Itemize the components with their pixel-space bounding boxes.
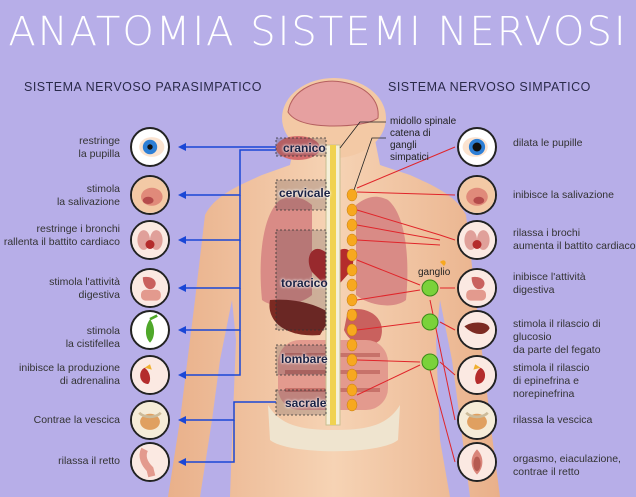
- right-effect-pupil: dilata le pupille: [513, 137, 583, 149]
- stomach-intestine-icon: [130, 268, 170, 308]
- ganglia: [421, 279, 439, 371]
- chain-label-3: simpatici: [390, 152, 429, 163]
- salivary-gland-icon: [457, 175, 497, 215]
- rectum-icon: [130, 442, 170, 482]
- bladder-icon: [130, 400, 170, 440]
- segment-lumbar-label: lombare: [281, 352, 328, 366]
- left-effect-rectum: rilassa il retto: [58, 455, 120, 467]
- liver-icon: [457, 310, 497, 350]
- sympathetic-chain: [346, 188, 358, 412]
- ganglion-label: ganglio: [418, 267, 451, 278]
- liver: [269, 299, 332, 336]
- gallbladder-icon: [130, 310, 170, 350]
- segment-sacral-label: sacrale: [285, 396, 327, 410]
- segment-cervical-label: cervicale: [279, 186, 331, 200]
- spinal-cord-label: midollo spinale: [390, 116, 457, 127]
- tongue-area: [276, 136, 320, 160]
- kidney-adrenal-icon: [457, 355, 497, 395]
- segment-cranial-label: cranico: [283, 141, 326, 155]
- reproductive-icon: [457, 442, 497, 482]
- parasympathetic-heading: SISTEMA NERVOSO PARASIMPATICO: [24, 80, 262, 94]
- lungs-heart-icon: [457, 220, 497, 260]
- brain: [287, 80, 379, 127]
- chain-label-1: catena di: [390, 128, 431, 139]
- salivary-gland-icon: [130, 175, 170, 215]
- left-effect-bladder: Contrae la vescica: [33, 414, 120, 426]
- bladder-icon: [457, 400, 497, 440]
- right-effect-orgasm: orgasmo, eiaculazione,contrae il retto: [513, 453, 621, 478]
- eye-icon: [130, 127, 170, 167]
- chain-label-2: gangli: [390, 140, 417, 151]
- pelvis: [268, 405, 400, 452]
- page-title: ANATOMIA SISTEMI NERVOSI: [8, 9, 628, 55]
- segment-thoracic-label: toracico: [281, 276, 328, 290]
- eye-icon: [457, 127, 497, 167]
- lung-right: [356, 196, 408, 306]
- right-effect-saliva: inibisce la salivazione: [513, 189, 614, 201]
- lung-left: [260, 196, 312, 306]
- sympathetic-nerves: [356, 146, 456, 463]
- lungs-heart-icon: [130, 220, 170, 260]
- stomach-intestine-icon: [457, 268, 497, 308]
- kidney-adrenal-icon: [130, 355, 170, 395]
- right-effect-bladder: rilassa la vescica: [513, 414, 593, 426]
- sympathetic-heading: SISTEMA NERVOSO SIMPATICO: [388, 80, 591, 94]
- parasympathetic-nerves: [182, 146, 276, 463]
